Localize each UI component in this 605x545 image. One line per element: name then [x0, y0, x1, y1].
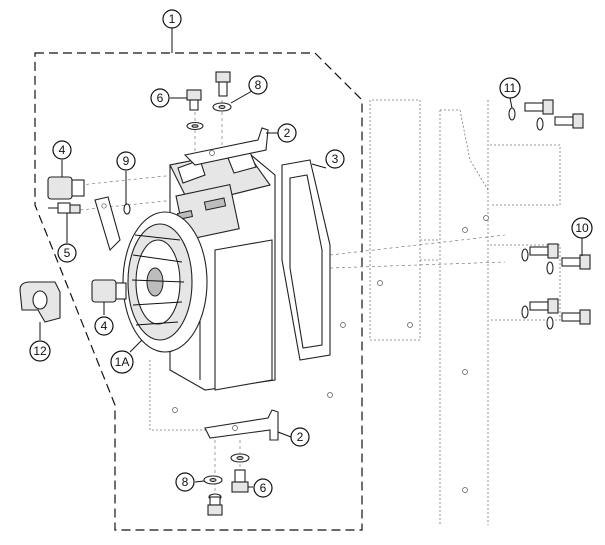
callout-8-lower-label: 8	[182, 475, 189, 489]
callout-1: 1	[162, 9, 182, 29]
callout-12: 12	[29, 340, 51, 362]
lower-bracket	[204, 409, 279, 441]
callout-8-lower: 8	[175, 472, 195, 492]
lower-hardware	[203, 453, 250, 516]
callout-3: 3	[325, 149, 345, 169]
callout-5-label: 5	[64, 246, 71, 260]
leader-lines	[39, 28, 583, 488]
upper-bracket	[183, 127, 269, 166]
callout-2-lower-label: 2	[297, 430, 304, 444]
callout-9-label: 9	[123, 154, 130, 168]
callout-2-lower: 2	[290, 427, 310, 447]
callout-11: 11	[499, 77, 521, 99]
callout-8-upper-label: 8	[255, 78, 262, 92]
callout-1-label: 1	[169, 12, 176, 26]
callout-10: 10	[571, 217, 593, 239]
callout-9: 9	[116, 151, 136, 171]
callout-1a: 1A	[110, 350, 134, 374]
radiator-housing	[169, 149, 276, 391]
vehicle-frame	[149, 99, 561, 525]
gasket-frame	[281, 159, 331, 361]
callout-2-upper-label: 2	[284, 126, 291, 140]
callout-1a-label: 1A	[115, 355, 130, 369]
callout-10-label: 10	[575, 221, 589, 235]
callout-2-upper: 2	[277, 123, 297, 143]
callout-6-lower: 6	[253, 478, 273, 498]
callout-6-lower-label: 6	[260, 481, 267, 495]
fan-shroud	[122, 211, 208, 353]
fittings	[19, 176, 131, 323]
callout-12-label: 12	[33, 344, 47, 358]
callout-8-upper: 8	[248, 75, 268, 95]
callout-6-upper: 6	[150, 88, 170, 108]
frame-bolts	[508, 99, 591, 330]
callout-4-lower-label: 4	[101, 319, 108, 333]
callout-6-upper-label: 6	[157, 91, 164, 105]
assembly-boundary	[34, 52, 363, 531]
callout-4-lower: 4	[94, 316, 114, 336]
callout-4-upper: 4	[52, 140, 72, 160]
callout-5: 5	[57, 243, 77, 263]
callout-3-label: 3	[332, 152, 339, 166]
callout-4-upper-label: 4	[59, 143, 66, 157]
callout-11-label: 11	[504, 81, 517, 95]
upper-hardware	[186, 71, 232, 131]
